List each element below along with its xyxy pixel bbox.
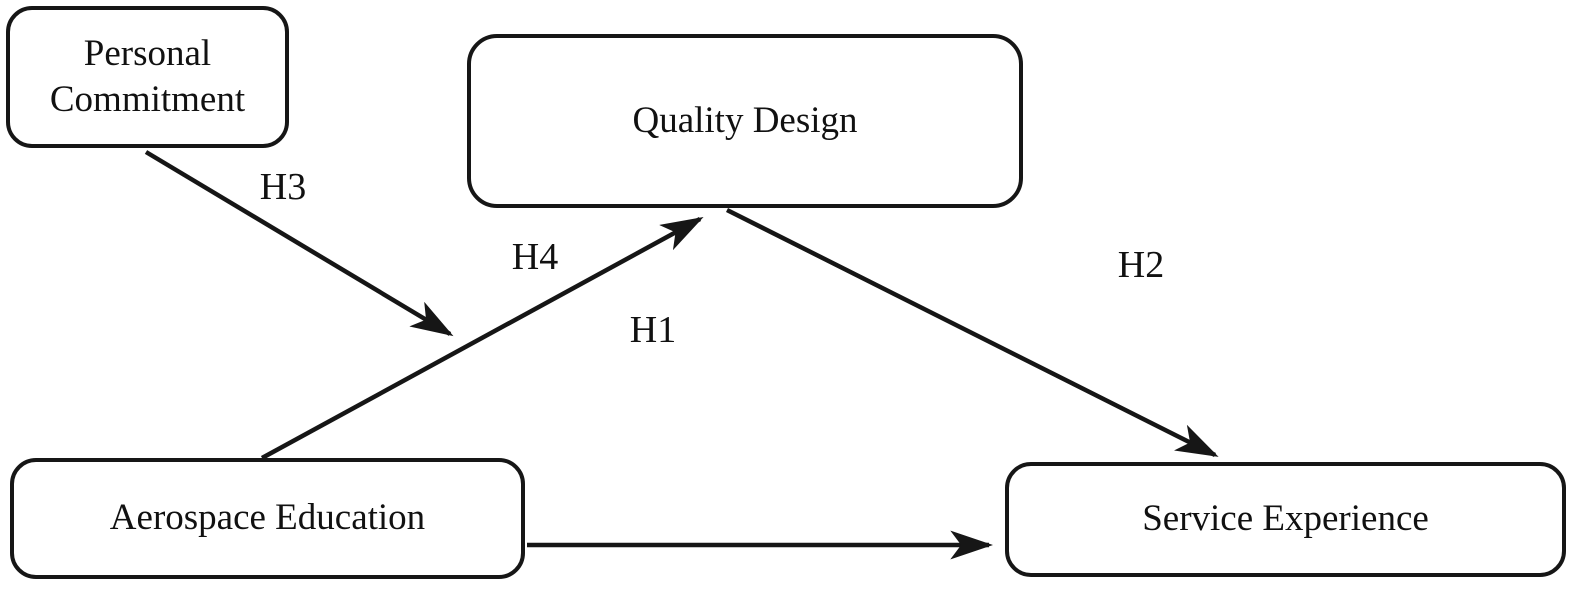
edge-label-h1: H1 (629, 309, 677, 351)
node-personal-commitment-label: Personal Commitment (49, 32, 246, 120)
edge-h4-arrow (260, 217, 704, 460)
node-quality-design-label: Quality Design (632, 99, 858, 141)
edge-h3-arrow (144, 150, 454, 337)
node-service-experience-label: Service Experience (1142, 498, 1429, 540)
edge-label-h3: H3 (259, 166, 307, 208)
node-personal-commitment: Personal Commitment (6, 6, 289, 148)
node-aerospace-education-label: Aerospace Education (109, 497, 426, 539)
edge-label-h2: H2 (1117, 244, 1165, 286)
edge-h2-arrow (725, 207, 1219, 458)
node-quality-design: Quality Design (467, 34, 1023, 208)
node-aerospace-education: Aerospace Education (10, 458, 525, 579)
edge-label-h4: H4 (511, 236, 559, 278)
node-service-experience: Service Experience (1005, 462, 1566, 577)
